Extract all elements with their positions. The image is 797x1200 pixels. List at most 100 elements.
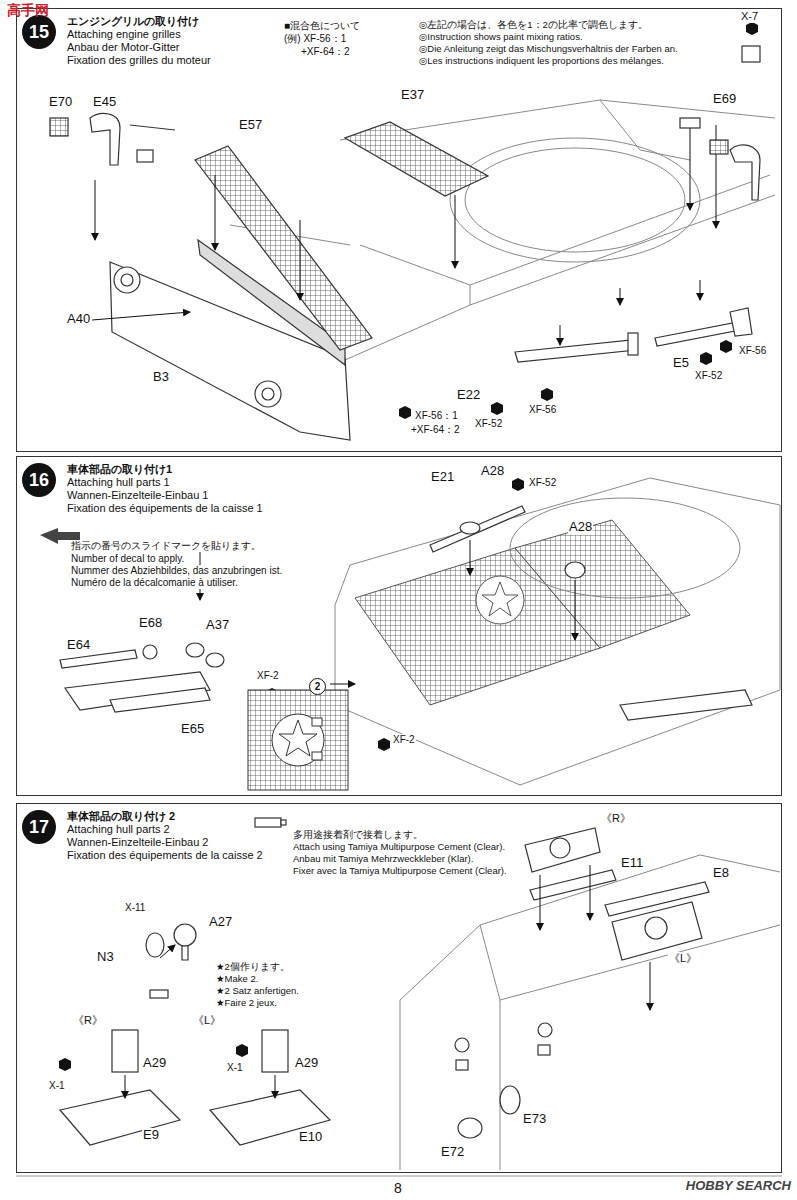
part-label: E70 [48, 95, 73, 110]
part-label: A37 [205, 618, 230, 633]
side-panel-b3 [114, 267, 140, 293]
side-panel-b3 [121, 274, 133, 286]
hull-top-view [515, 520, 690, 648]
hull-part [206, 653, 224, 667]
assembly-arrow [95, 180, 96, 240]
tool-part [742, 46, 760, 62]
step-heading: Wannen-Einzelteile-Einbau 1 [67, 489, 208, 502]
note-text: ◎Die Anleitung zeigt das Mischungsverhäl… [418, 44, 679, 55]
assembly-arrow [700, 280, 701, 300]
paint-hexagon [512, 478, 524, 491]
step-heading: Attaching hull parts 2 [67, 823, 170, 836]
note-text: 《R》 [600, 812, 632, 825]
part-label: A28 [480, 464, 505, 479]
note-text: X-7 [740, 10, 759, 23]
step-number-text: 16 [29, 470, 49, 491]
tool-part [130, 125, 175, 130]
note-text: 《L》 [668, 952, 698, 965]
page-rule [16, 1176, 782, 1177]
note-text: ★2個作ります。 [215, 962, 291, 973]
paint-hexagon [746, 22, 758, 35]
side-panel-b3 [262, 388, 274, 400]
part-label: A27 [208, 915, 233, 930]
decal-number: 2 [309, 678, 326, 695]
note-text: ★2 Satz anfertigen. [215, 986, 300, 997]
part-label: N3 [96, 950, 115, 965]
decal-inset [312, 718, 322, 726]
step-heading: エンジングリルの取り付け [67, 15, 199, 28]
step-number: 16 [22, 463, 56, 497]
part-label: E68 [138, 616, 163, 631]
part-label: E72 [440, 1145, 465, 1160]
tool-part [730, 145, 760, 200]
hull-part [143, 645, 157, 659]
step-number-text: 17 [29, 817, 49, 838]
assembly-arrow [125, 540, 650, 1098]
hull-outline [360, 175, 770, 285]
note-text: Number of decal to apply. [70, 553, 185, 565]
note-text: Nummer des Abziehbildes, das anzubringen… [70, 565, 283, 577]
note-text: Anbau mit Tamiya Mehrzweckkleber (Klar). [292, 854, 474, 865]
hull-part [430, 506, 525, 552]
engine-grille [195, 146, 372, 350]
note-text: XF-56：1 [414, 410, 459, 422]
paint-hexagon [399, 406, 411, 419]
light-part [550, 838, 570, 858]
note-text: 指示の番号のスライドマークを貼ります。 [70, 540, 262, 552]
part-label: E9 [142, 1128, 160, 1143]
paint-hexagon [700, 352, 712, 365]
light-part [255, 818, 281, 827]
light-part [538, 1023, 552, 1037]
note-text: ◎Les instructions indiquent les proporti… [418, 56, 665, 67]
part-label: A29 [294, 1056, 319, 1071]
part-label: E73 [522, 1112, 547, 1127]
part-label: E45 [92, 95, 117, 110]
hull-top-view [510, 498, 740, 598]
part-label: E5 [672, 356, 690, 371]
light-part [281, 820, 286, 825]
decal-inset [312, 752, 322, 760]
paint-hexagon [541, 388, 553, 401]
light-part [174, 924, 196, 946]
part-label: A29 [142, 1056, 167, 1071]
step-heading: Anbau der Motor-Gitter [67, 41, 180, 54]
part-label: E57 [238, 118, 263, 133]
part-label: E37 [400, 88, 425, 103]
hull-part [110, 688, 210, 712]
step-number-text: 2 [315, 681, 321, 692]
tool-part [680, 118, 700, 128]
note-text: XF-56 [738, 345, 767, 357]
assembly-arrow [215, 175, 216, 250]
engine-grille [345, 122, 488, 196]
note-text: Numéro de la décalcomanie à utiliser. [70, 577, 239, 589]
part-label: E10 [298, 1130, 323, 1145]
assembly-arrow [540, 875, 541, 930]
decal-inset [248, 684, 355, 790]
light-part [182, 946, 188, 960]
part-label: E64 [66, 638, 91, 653]
part-label: A40 [66, 312, 91, 327]
note-text: 《L》 [192, 1014, 222, 1027]
hull-top-view [335, 478, 780, 785]
part-label: B3 [152, 370, 170, 385]
step-heading: Fixation des équipements de la caisse 1 [67, 502, 263, 515]
note-text: ★Make 2. [215, 974, 259, 985]
assembly-arrow [125, 1075, 126, 1098]
assembly-arrow [160, 945, 175, 958]
paint-hexagon [491, 402, 503, 415]
tool-part [137, 150, 153, 162]
part-label: HOBBY SEARCH [685, 1179, 792, 1194]
step-heading: Wannen-Einzelteile-Einbau 2 [67, 836, 208, 849]
step-number: 15 [22, 15, 56, 49]
paint-hexagon [236, 1044, 248, 1057]
decal-inset [279, 720, 317, 756]
part-label: E65 [180, 722, 205, 737]
light-part [500, 1086, 520, 1114]
note-text: Attach using Tamiya Multipurpose Cement … [292, 842, 506, 853]
assembly-arrow [92, 120, 716, 345]
part-label: A28 [568, 520, 593, 535]
light-part [458, 1118, 482, 1138]
decal-inset [272, 714, 324, 766]
step-heading: Attaching engine grilles [67, 28, 181, 41]
